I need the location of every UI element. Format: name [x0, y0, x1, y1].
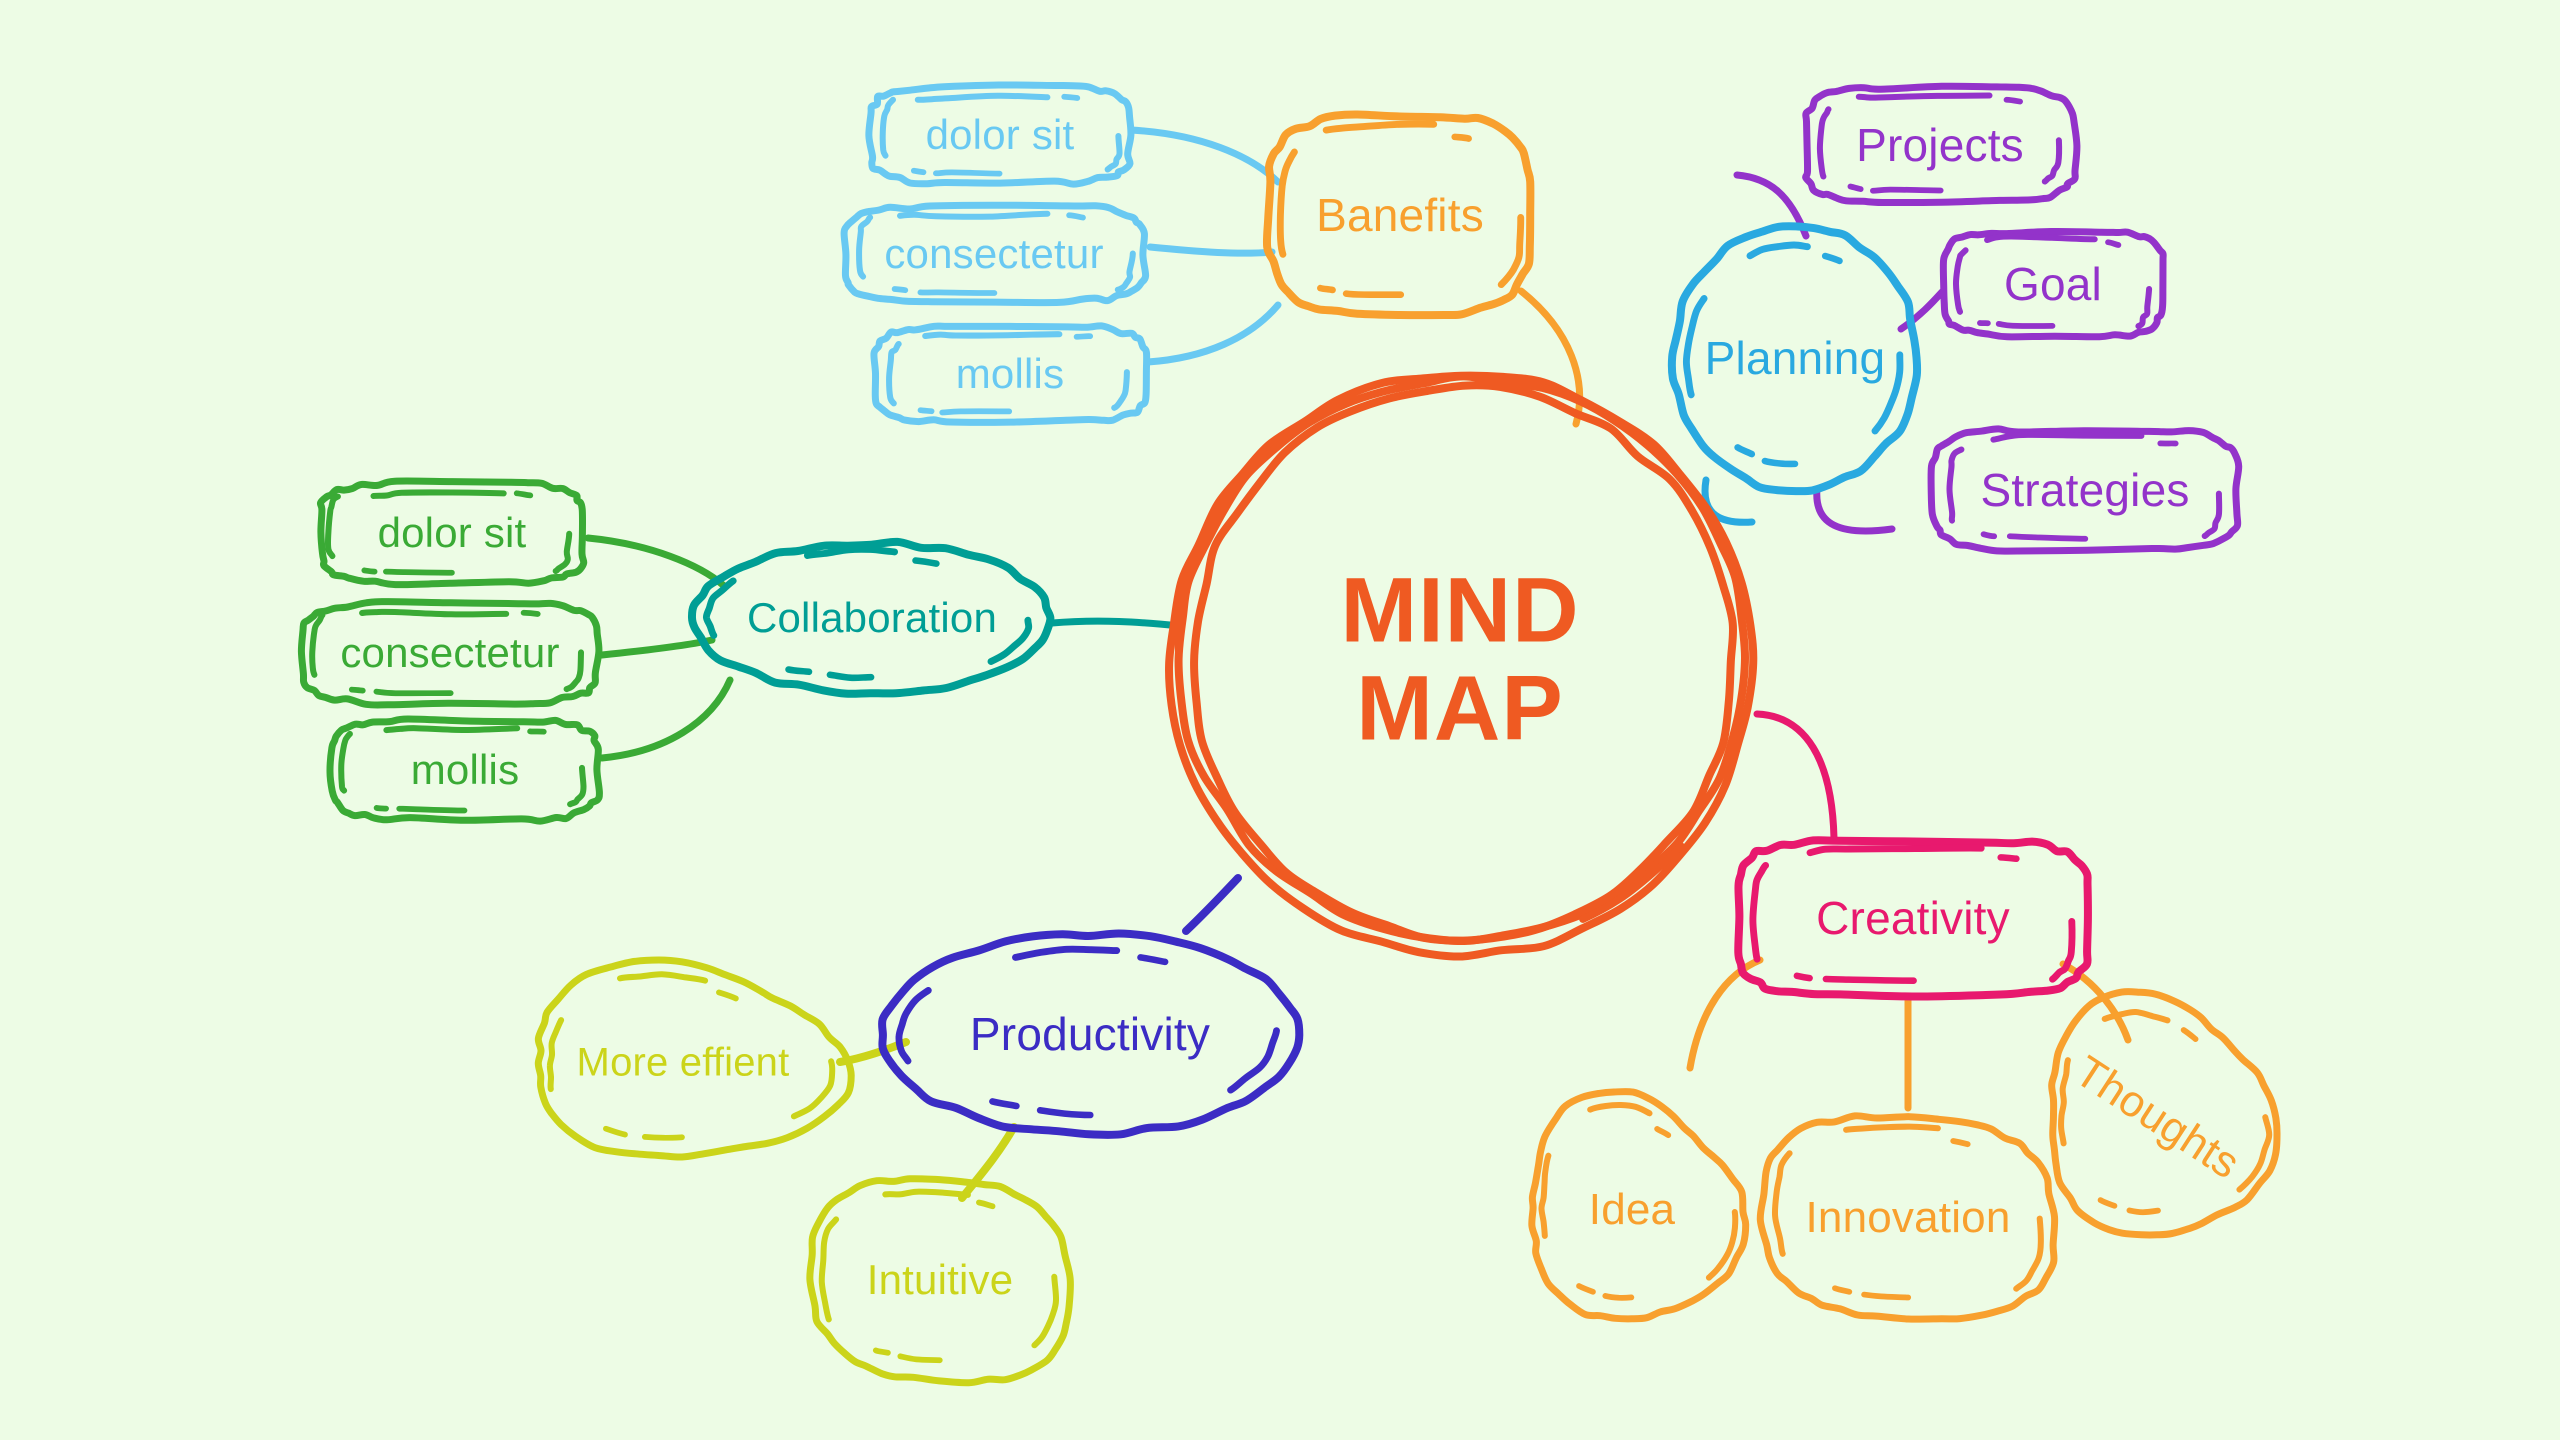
node-outlines	[297, 81, 2281, 1387]
connectors	[584, 126, 2132, 1202]
